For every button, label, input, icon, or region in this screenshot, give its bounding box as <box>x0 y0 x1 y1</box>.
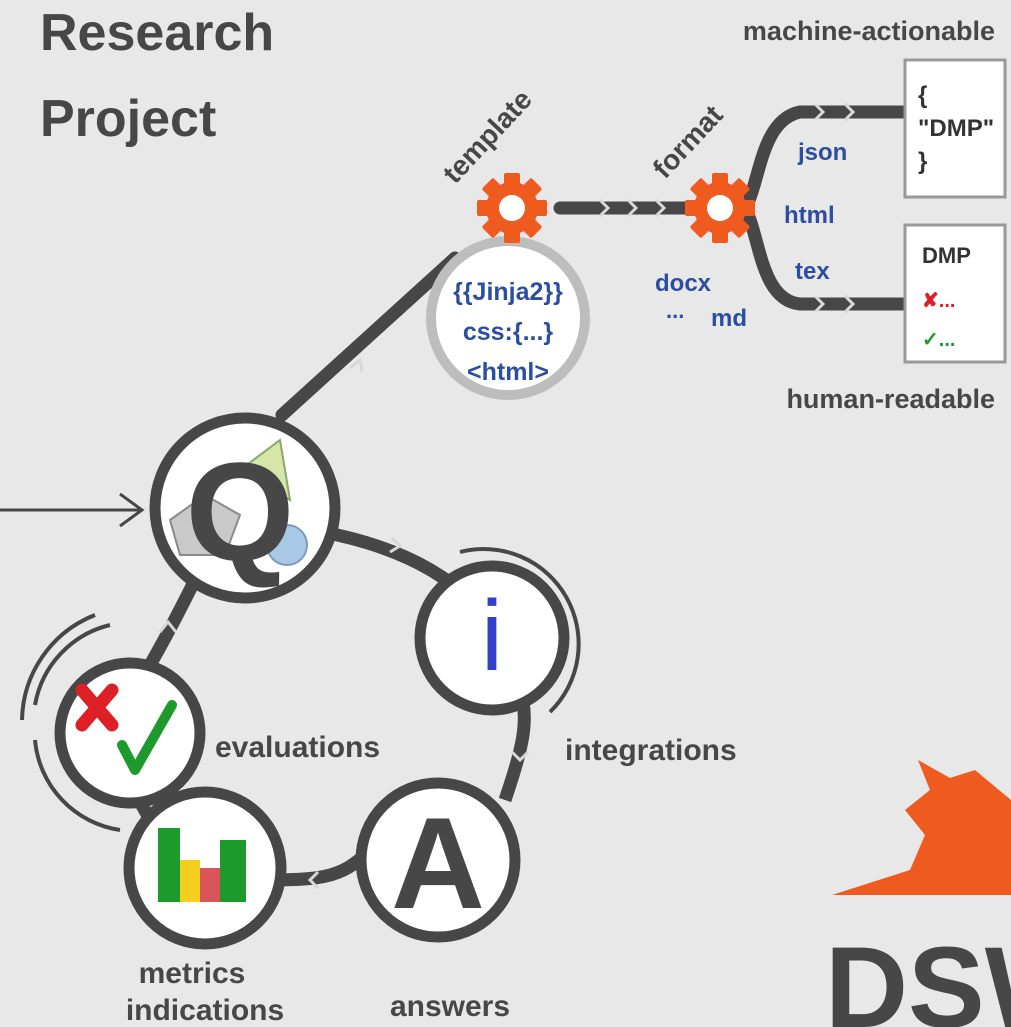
questionnaire-shapes-icon <box>168 493 242 556</box>
template-label: template <box>437 84 538 189</box>
metrics-label-line2: indications <box>126 994 284 1027</box>
format-tex: tex <box>795 258 830 285</box>
bar-chart-icon <box>158 828 246 902</box>
integrations-label: integrations <box>565 734 737 767</box>
answers-node: A <box>355 777 521 943</box>
human-doc-cross: ✘... <box>922 290 955 312</box>
input-arrow <box>0 492 145 528</box>
cycle-orbits <box>20 547 581 832</box>
cycle-chevrons <box>158 536 530 890</box>
human-doc-check: ✓... <box>922 329 955 351</box>
metrics-label-line1: metrics <box>139 957 246 990</box>
template-node: {{Jinja2}} css:{...} <html> <box>426 236 590 400</box>
evaluations-node <box>54 657 206 809</box>
evaluations-label: evaluations <box>215 731 380 764</box>
cross-icon <box>75 683 119 732</box>
format-html: html <box>784 202 835 229</box>
template-gear-icon <box>477 173 547 243</box>
format-md: md <box>711 305 747 332</box>
questionnaire-node: Q <box>149 412 341 604</box>
format-gear-icon <box>685 173 755 243</box>
json-document: { "DMP" } <box>903 58 1007 199</box>
human-readable-label: human-readable <box>786 384 995 414</box>
pipeline-path <box>275 105 912 422</box>
format-ellipsis: ... <box>666 298 684 323</box>
wizard-hat-icon <box>832 760 1011 895</box>
human-document: DMP ✘... ✓... <box>903 223 1007 364</box>
metrics-node <box>123 786 287 950</box>
answers-letter: A <box>391 790 485 936</box>
format-label: format <box>647 99 729 184</box>
title-line2: Project <box>40 90 216 148</box>
json-line2: "DMP" <box>918 115 994 142</box>
questionnaire-letter: Q <box>186 433 295 590</box>
integrations-node: i <box>414 560 570 716</box>
json-line1: { <box>918 82 927 109</box>
integrations-icon: i <box>481 580 503 692</box>
human-doc-title: DMP <box>922 243 971 268</box>
dsw-logo: DSW <box>825 760 1011 1027</box>
check-icon <box>117 700 177 775</box>
format-docx: docx <box>655 270 712 297</box>
pipeline-chevrons <box>349 102 856 373</box>
title-line1: Research <box>40 4 274 62</box>
machine-actionable-label: machine-actionable <box>743 16 995 46</box>
format-json: json <box>797 139 847 166</box>
template-html: <html> <box>467 358 549 386</box>
json-line3: } <box>918 148 927 175</box>
logo-text: DSW <box>825 924 1011 1027</box>
answers-label: answers <box>390 990 510 1023</box>
template-css: css:{...} <box>463 318 554 346</box>
template-jinja: {{Jinja2}} <box>453 278 563 306</box>
